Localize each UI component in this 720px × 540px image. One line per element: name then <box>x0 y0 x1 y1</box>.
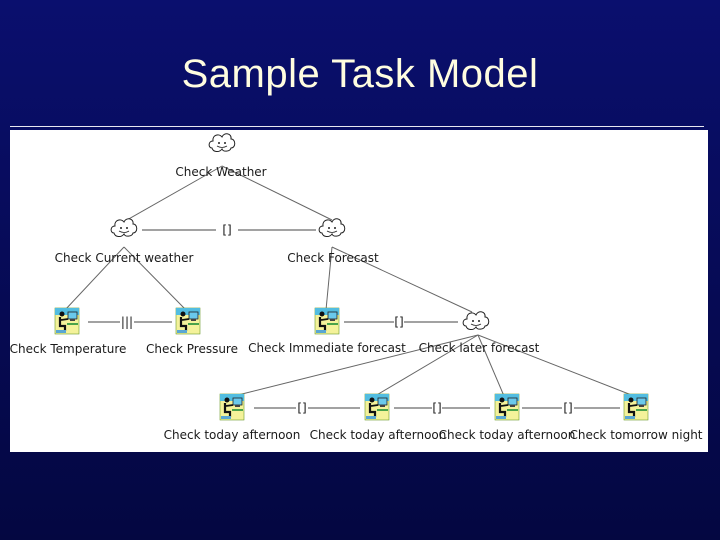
check-immediate-forecast-user-icon <box>313 306 341 336</box>
task-tree-diagram: [] ||| [] [] [] [] Check Weather Check C… <box>10 133 703 442</box>
operator-choice: [] <box>297 401 306 415</box>
operator-choice: [] <box>563 401 572 415</box>
node-label-check-today-afternoon-2: Check today afternoon <box>310 428 447 442</box>
slide-title: Sample Task Model <box>181 52 539 96</box>
check-later-forecast-cloud-icon <box>462 311 490 331</box>
operator-choice: [] <box>432 401 441 415</box>
check-current-weather-cloud-icon <box>110 218 138 238</box>
check-temperature-user-icon <box>53 306 81 336</box>
title-divider <box>10 126 704 127</box>
check-tomorrow-night-user-icon <box>622 392 650 422</box>
check-pressure-user-icon <box>174 306 202 336</box>
check-today-afternoon-1-user-icon <box>218 392 246 422</box>
node-label-check-current-weather: Check Current weather <box>55 251 194 265</box>
check-weather-cloud-icon <box>208 133 236 153</box>
node-label-check-today-afternoon-3: Check today afternoon <box>439 428 576 442</box>
node-label-check-immediate-forecast: Check Immediate forecast <box>248 341 406 355</box>
check-today-afternoon-3-user-icon <box>493 392 521 422</box>
node-label-check-forecast: Check Forecast <box>287 251 379 265</box>
node-label-check-tomorrow-night: Check tomorrow night <box>569 428 702 442</box>
tree-edges <box>64 165 635 397</box>
operator-links <box>88 229 620 409</box>
operator-choice: [] <box>222 223 231 237</box>
node-label-check-today-afternoon-1: Check today afternoon <box>164 428 301 442</box>
task-model-canvas: [] ||| [] [] [] [] Check Weather Check C… <box>10 130 708 452</box>
node-label-check-later-forecast: Check later forecast <box>419 341 540 355</box>
operator-choice: [] <box>394 315 403 329</box>
check-today-afternoon-2-user-icon <box>363 392 391 422</box>
operator-interleaving: ||| <box>121 315 133 329</box>
check-forecast-cloud-icon <box>318 218 346 238</box>
node-label-check-temperature: Check Temperature <box>10 342 126 356</box>
node-label-check-pressure: Check Pressure <box>146 342 238 356</box>
node-label-check-weather: Check Weather <box>175 165 266 179</box>
